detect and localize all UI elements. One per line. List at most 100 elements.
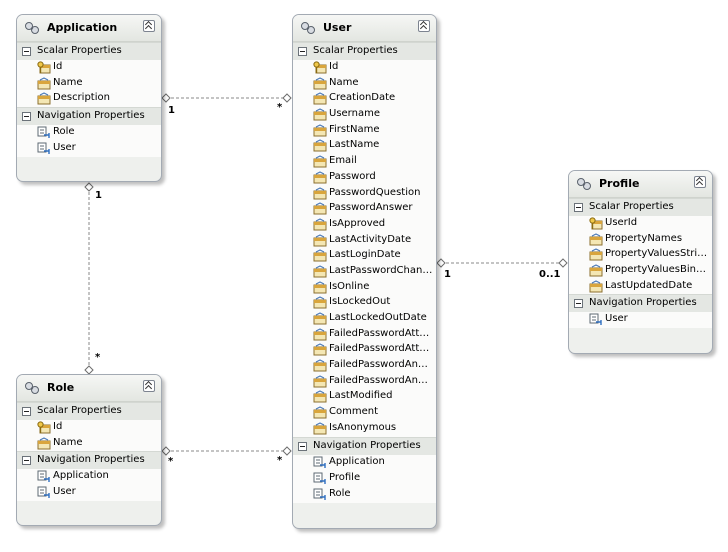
collapse-section-icon[interactable]	[298, 47, 307, 56]
property-name: LastLoginDate	[329, 249, 401, 261]
scalar-property-row[interactable]: PropertyNames	[569, 231, 712, 248]
scalar-property-row[interactable]: UserId	[569, 216, 712, 232]
navigation-properties-header[interactable]: Navigation Properties	[569, 294, 712, 313]
scalar-property-row[interactable]: LastUpdatedDate	[569, 278, 712, 295]
navigation-property-icon	[313, 488, 327, 501]
collapse-section-icon[interactable]	[22, 47, 31, 56]
scalar-property-row[interactable]: PasswordAnswer	[293, 201, 436, 217]
scalar-properties-header[interactable]: Scalar Properties	[569, 198, 712, 216]
scalar-property-row[interactable]: Name	[293, 75, 436, 92]
scalar-properties-header[interactable]: Scalar Properties	[17, 42, 161, 60]
scalar-property-row[interactable]: IsApproved	[293, 216, 436, 233]
collapse-section-icon[interactable]	[22, 407, 31, 416]
collapse-section-icon[interactable]	[22, 456, 31, 466]
scalar-property-row[interactable]: PropertyValuesStri…	[569, 247, 712, 264]
navigation-property-row[interactable]: Application	[293, 454, 436, 471]
scalar-property-row[interactable]: LastActivityDate	[293, 232, 436, 249]
collapse-icon[interactable]	[143, 380, 155, 392]
connector-diamond	[84, 365, 94, 375]
scalar-properties-header[interactable]: Scalar Properties	[293, 42, 436, 60]
collapse-section-icon[interactable]	[574, 203, 583, 212]
navigation-property-row[interactable]: Profile	[293, 470, 436, 487]
property-name: FailedPasswordAn…	[329, 359, 428, 371]
multiplicity-label: *	[95, 352, 101, 363]
collapse-section-icon[interactable]	[298, 441, 307, 451]
property-name: LastLockedOutDate	[329, 312, 427, 323]
entity-header[interactable]: Application	[17, 15, 161, 42]
scalar-property-row[interactable]: Email	[293, 154, 436, 170]
property-name: FailedPasswordAtt…	[329, 327, 430, 339]
property-name: Name	[53, 76, 83, 88]
scalar-property-row[interactable]: Id	[293, 60, 436, 76]
navigation-property-name: User	[53, 486, 76, 498]
scalar-property-row[interactable]: Comment	[293, 405, 436, 421]
navigation-property-row[interactable]: User	[17, 141, 161, 158]
scalar-property-row[interactable]: Name	[17, 75, 161, 92]
navigation-properties-header[interactable]: Navigation Properties	[293, 436, 436, 455]
entity-header[interactable]: User	[293, 15, 436, 42]
navigation-property-name: Role	[329, 487, 351, 499]
scalar-property-row[interactable]: IsLockedOut	[293, 295, 436, 311]
collapse-icon[interactable]	[143, 20, 155, 32]
section-label: Navigation Properties	[37, 454, 145, 466]
scalar-property-row[interactable]: LastLockedOutDate	[293, 311, 436, 327]
scalar-property-icon	[37, 77, 51, 90]
scalar-property-row[interactable]: IsOnline	[293, 279, 436, 296]
entity-header[interactable]: Profile	[569, 171, 712, 198]
navigation-properties-header[interactable]: Navigation Properties	[17, 451, 161, 470]
navigation-property-name: User	[53, 142, 76, 154]
scalar-property-row[interactable]: PropertyValuesBin…	[569, 263, 712, 279]
navigation-property-row[interactable]: Application	[17, 469, 161, 486]
scalar-property-row[interactable]: LastLoginDate	[293, 248, 436, 264]
scalar-property-row[interactable]: FailedPasswordAn…	[293, 373, 436, 390]
collapse-section-icon[interactable]	[22, 112, 31, 122]
scalar-property-row[interactable]: IsAnonymous	[293, 420, 436, 437]
property-name: PropertyValuesStri…	[605, 248, 708, 260]
scalar-property-row[interactable]: PasswordQuestion	[293, 185, 436, 202]
navigation-properties-header[interactable]: Navigation Properties	[17, 107, 161, 126]
scalar-properties-header[interactable]: Scalar Properties	[17, 402, 161, 420]
scalar-property-row[interactable]: Password	[293, 169, 436, 186]
section-label: Navigation Properties	[589, 297, 697, 309]
scalar-property-row[interactable]: LastPasswordChan…	[293, 263, 436, 280]
entity-header[interactable]: Role	[17, 375, 161, 402]
scalar-property-row[interactable]: LastModified	[293, 389, 436, 406]
navigation-property-row[interactable]: Role	[293, 486, 436, 503]
entity-title: User	[323, 21, 352, 34]
navigation-property-row[interactable]: User	[17, 485, 161, 502]
property-name: FirstName	[329, 123, 380, 135]
collapse-icon[interactable]	[418, 20, 430, 32]
scalar-property-row[interactable]: FailedPasswordAtt…	[293, 326, 436, 343]
scalar-property-row[interactable]: Name	[17, 435, 161, 452]
navigation-property-name: Application	[329, 455, 385, 467]
scalar-property-row[interactable]: FailedPasswordAn…	[293, 358, 436, 374]
scalar-property-row[interactable]: Id	[17, 60, 161, 76]
property-name: LastName	[329, 139, 380, 151]
scalar-property-icon	[313, 343, 327, 356]
scalar-property-row[interactable]: Id	[17, 420, 161, 436]
scalar-property-row[interactable]: Username	[293, 107, 436, 123]
scalar-property-row[interactable]: CreationDate	[293, 91, 436, 108]
scalar-property-row[interactable]: Description	[17, 91, 161, 108]
scalar-property-icon	[313, 359, 327, 372]
collapse-icon[interactable]	[694, 176, 706, 188]
navigation-property-row[interactable]: Role	[17, 125, 161, 142]
property-name: PropertyNames	[605, 232, 683, 244]
navigation-property-row[interactable]: User	[569, 312, 712, 329]
scalar-property-icon	[37, 437, 51, 450]
collapse-section-icon[interactable]	[574, 299, 583, 309]
navigation-property-icon	[313, 456, 327, 469]
property-name: Description	[53, 92, 110, 104]
scalar-property-row[interactable]: LastName	[293, 138, 436, 155]
navigation-property-icon	[313, 472, 327, 485]
property-name: IsLockedOut	[329, 296, 391, 308]
scalar-property-row[interactable]: FirstName	[293, 122, 436, 139]
connector-diamond	[436, 258, 446, 268]
scalar-property-row[interactable]: FailedPasswordAtt…	[293, 342, 436, 359]
entity-title: Profile	[599, 177, 640, 190]
